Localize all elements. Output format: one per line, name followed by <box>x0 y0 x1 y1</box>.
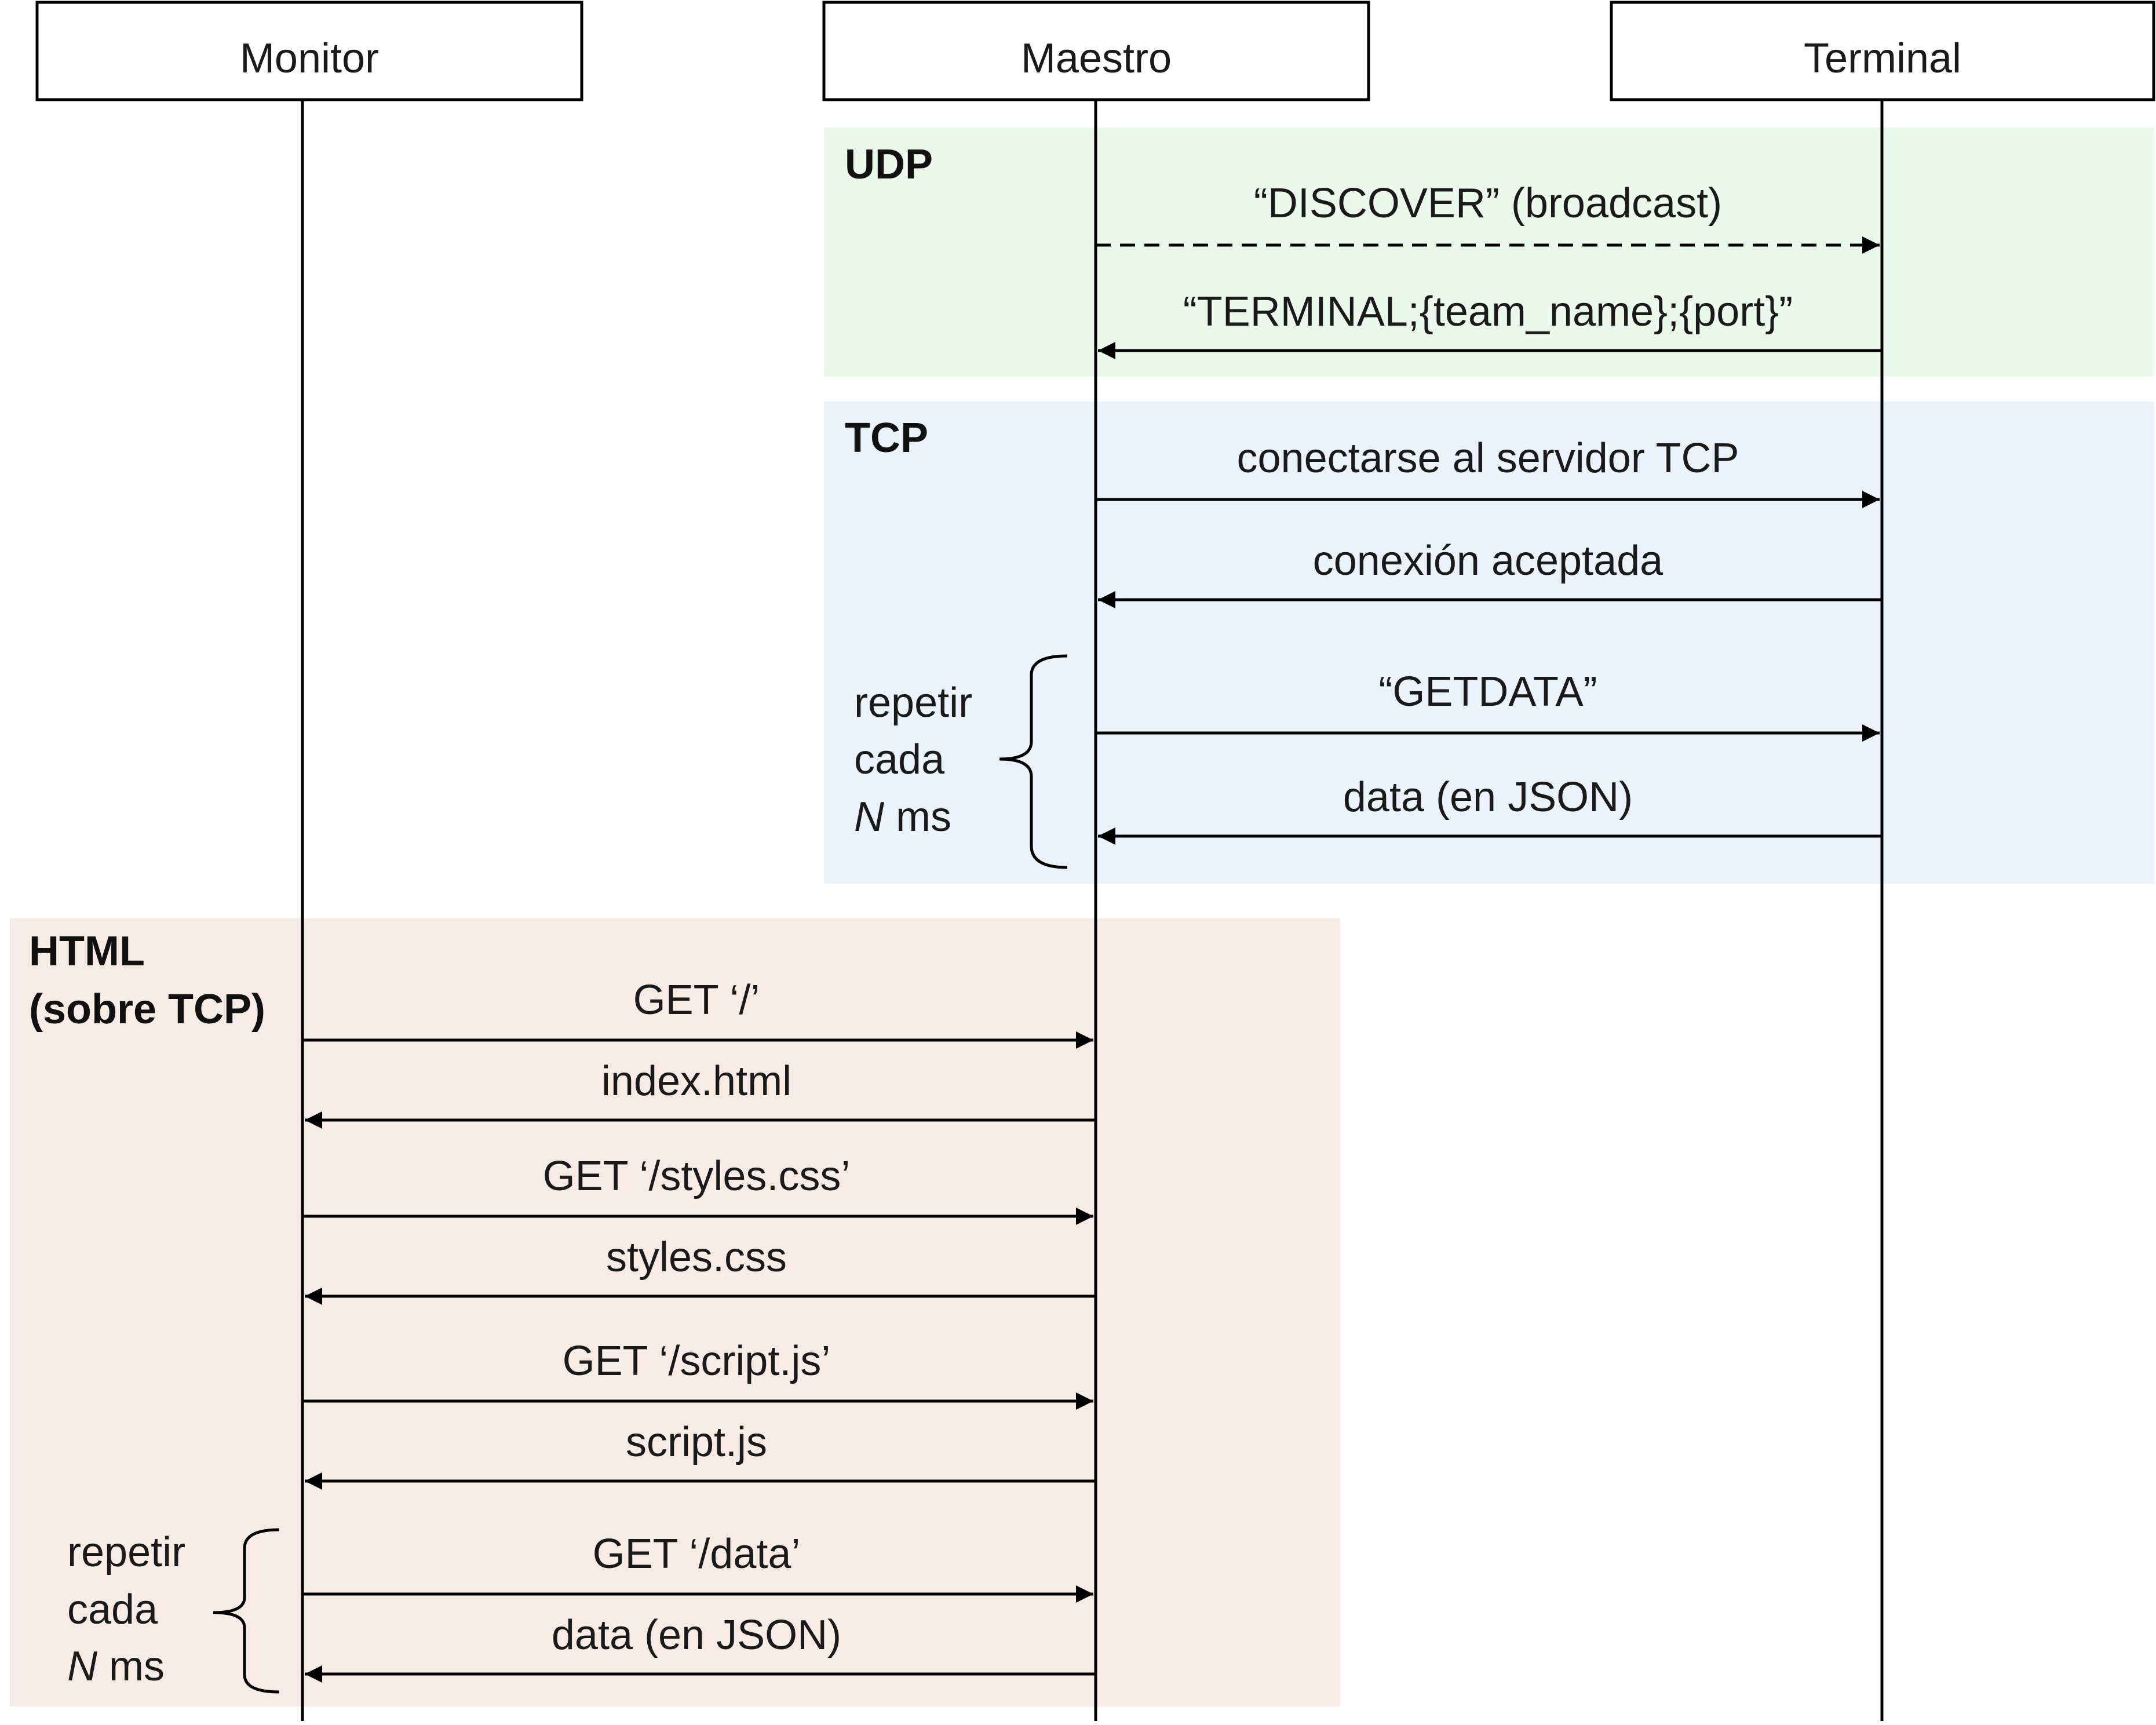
tcp-loop-brace <box>999 654 1068 869</box>
getdata-label: “GETDATA” <box>1378 669 1597 715</box>
terminal-label: Terminal <box>1804 35 1961 82</box>
discover-message: “DISCOVER” (broadcast) <box>1096 180 1880 254</box>
data-json-tcp-label: data (en JSON) <box>1343 774 1633 820</box>
html-region <box>10 918 1340 1706</box>
tcp-loop-text-line2: cada <box>854 736 945 783</box>
get-data-message: GET ‘/data’ <box>302 1531 1093 1603</box>
get-styles-label: GET ‘/styles.css’ <box>543 1153 851 1199</box>
get-styles-message: GET ‘/styles.css’ <box>302 1153 1093 1225</box>
script-js-message: script.js <box>305 1419 1096 1490</box>
connect-message: conectarse al servidor TCP <box>1096 435 1880 508</box>
get-root-label: GET ‘/’ <box>633 977 760 1023</box>
maestro-participant: Maestro <box>822 1 1370 101</box>
udp-region-title: UDP <box>845 141 933 188</box>
data-json-tcp-message: data (en JSON) <box>1098 774 1882 845</box>
styles-css-message: styles.css <box>305 1234 1096 1305</box>
monitor-label: Monitor <box>240 35 379 82</box>
getdata-message: “GETDATA” <box>1096 669 1880 742</box>
html-loop-text-line2: cada <box>67 1587 158 1633</box>
tcp-loop-n: N <box>854 794 885 840</box>
accepted-label: conexión aceptada <box>1313 538 1663 584</box>
html-loop-text-line1: repetir <box>67 1529 185 1576</box>
get-script-label: GET ‘/script.js’ <box>563 1338 831 1384</box>
get-root-message: GET ‘/’ <box>302 977 1093 1049</box>
tcp-region-title: TCP <box>845 415 928 461</box>
html-region-title-line1: HTML <box>29 928 145 975</box>
tcp-loop-text-line3: N ms <box>854 794 951 840</box>
get-data-label: GET ‘/data’ <box>593 1531 801 1577</box>
html-loop-n: N <box>67 1643 98 1690</box>
monitor-participant: Monitor <box>35 1 583 101</box>
index-html-message: index.html <box>305 1058 1096 1129</box>
get-script-message: GET ‘/script.js’ <box>302 1338 1093 1410</box>
html-loop-brace <box>213 1528 280 1694</box>
connect-label: conectarse al servidor TCP <box>1236 435 1739 482</box>
terminal-reply-label: “TERMINAL;{team_name};{port}” <box>1183 289 1793 335</box>
script-js-label: script.js <box>626 1419 767 1465</box>
tcp-loop-text-line1: repetir <box>854 680 972 726</box>
data-json-http-message: data (en JSON) <box>305 1612 1096 1683</box>
html-region-title-line2: (sobre TCP) <box>29 986 265 1033</box>
udp-region <box>824 127 2154 377</box>
data-json-http-label: data (en JSON) <box>552 1612 841 1658</box>
html-loop-ms: ms <box>97 1643 165 1690</box>
index-html-label: index.html <box>601 1058 791 1104</box>
terminal-participant: Terminal <box>1610 1 2155 101</box>
tcp-region <box>824 402 2154 884</box>
styles-css-label: styles.css <box>606 1234 787 1281</box>
terminal-reply-message: “TERMINAL;{team_name};{port}” <box>1098 289 1882 359</box>
discover-label: “DISCOVER” (broadcast) <box>1254 180 1722 227</box>
tcp-loop-ms: ms <box>884 794 951 840</box>
accepted-message: conexión aceptada <box>1098 538 1882 608</box>
maestro-label: Maestro <box>1021 35 1172 82</box>
html-loop-text-line3: N ms <box>67 1643 165 1690</box>
